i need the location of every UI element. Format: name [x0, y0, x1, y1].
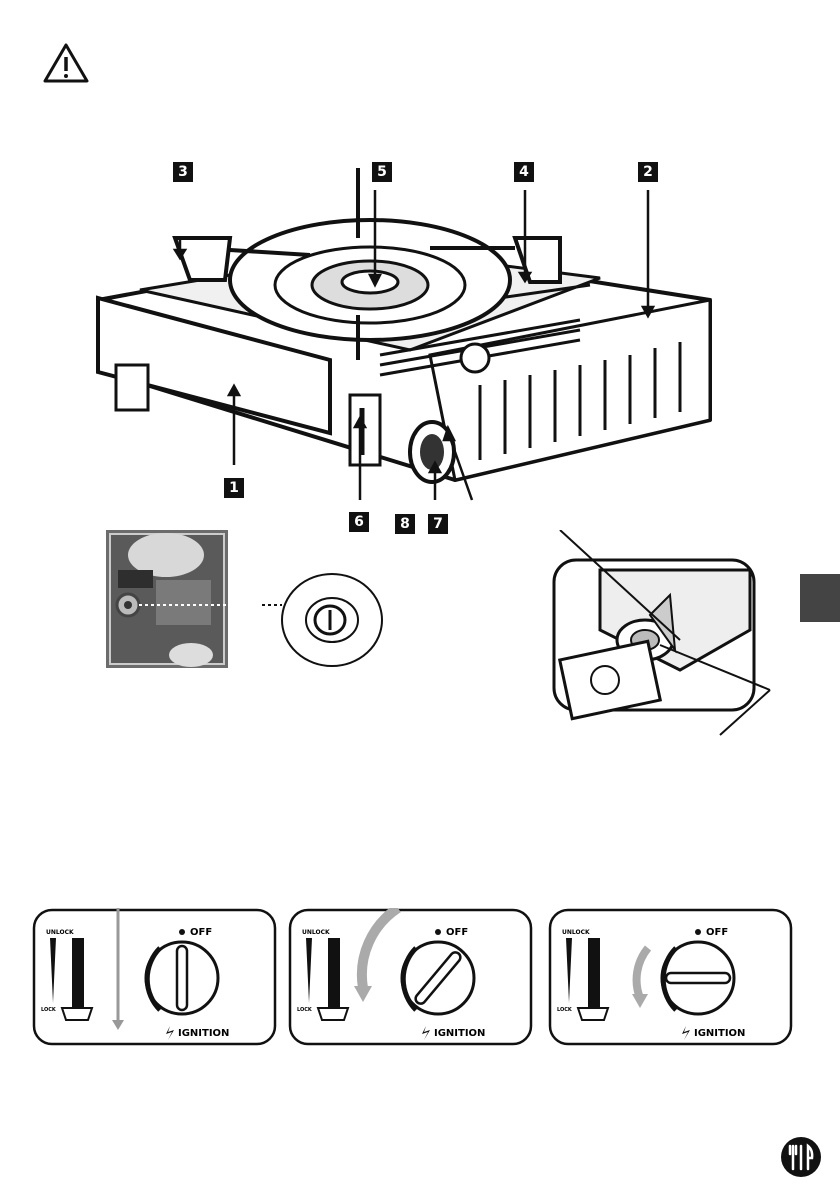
side-tab [800, 574, 840, 622]
stove-illustration [80, 150, 730, 530]
callout-4: 4 [514, 162, 534, 182]
callout-2: 2 [638, 162, 658, 182]
lock-label: LOCK [41, 1007, 57, 1013]
unlock-label: UNLOCK [562, 929, 590, 936]
callout-8: 8 [395, 514, 415, 534]
callout-3: 3 [173, 162, 193, 182]
lock-label: LOCK [297, 1007, 313, 1013]
callout-7: 7 [428, 514, 448, 534]
knob-panel-2: UNLOCK LOCK OFF IGNITION [288, 908, 533, 1046]
knob-panel-1: UNLOCK LOCK OFF IGNITION [32, 908, 277, 1046]
callout-6: 6 [349, 512, 369, 532]
valve-zoom-detail [262, 572, 392, 668]
cutlery-logo-icon [780, 1136, 822, 1178]
ignition-label: IGNITION [434, 1028, 485, 1039]
valve-photo [106, 530, 228, 668]
warning-triangle-icon [42, 42, 90, 84]
ignition-label: IGNITION [178, 1028, 229, 1039]
off-label: OFF [706, 927, 728, 938]
unlock-label: UNLOCK [46, 929, 74, 936]
knob-panel-3: UNLOCK LOCK OFF IGNITION [548, 908, 793, 1046]
lock-label: LOCK [557, 1007, 573, 1013]
callout-1: 1 [224, 478, 244, 498]
ignition-label: IGNITION [694, 1028, 745, 1039]
off-label: OFF [446, 927, 468, 938]
unlock-label: UNLOCK [302, 929, 330, 936]
off-label: OFF [190, 927, 212, 938]
cartridge-detail [520, 530, 820, 740]
callout-5: 5 [372, 162, 392, 182]
